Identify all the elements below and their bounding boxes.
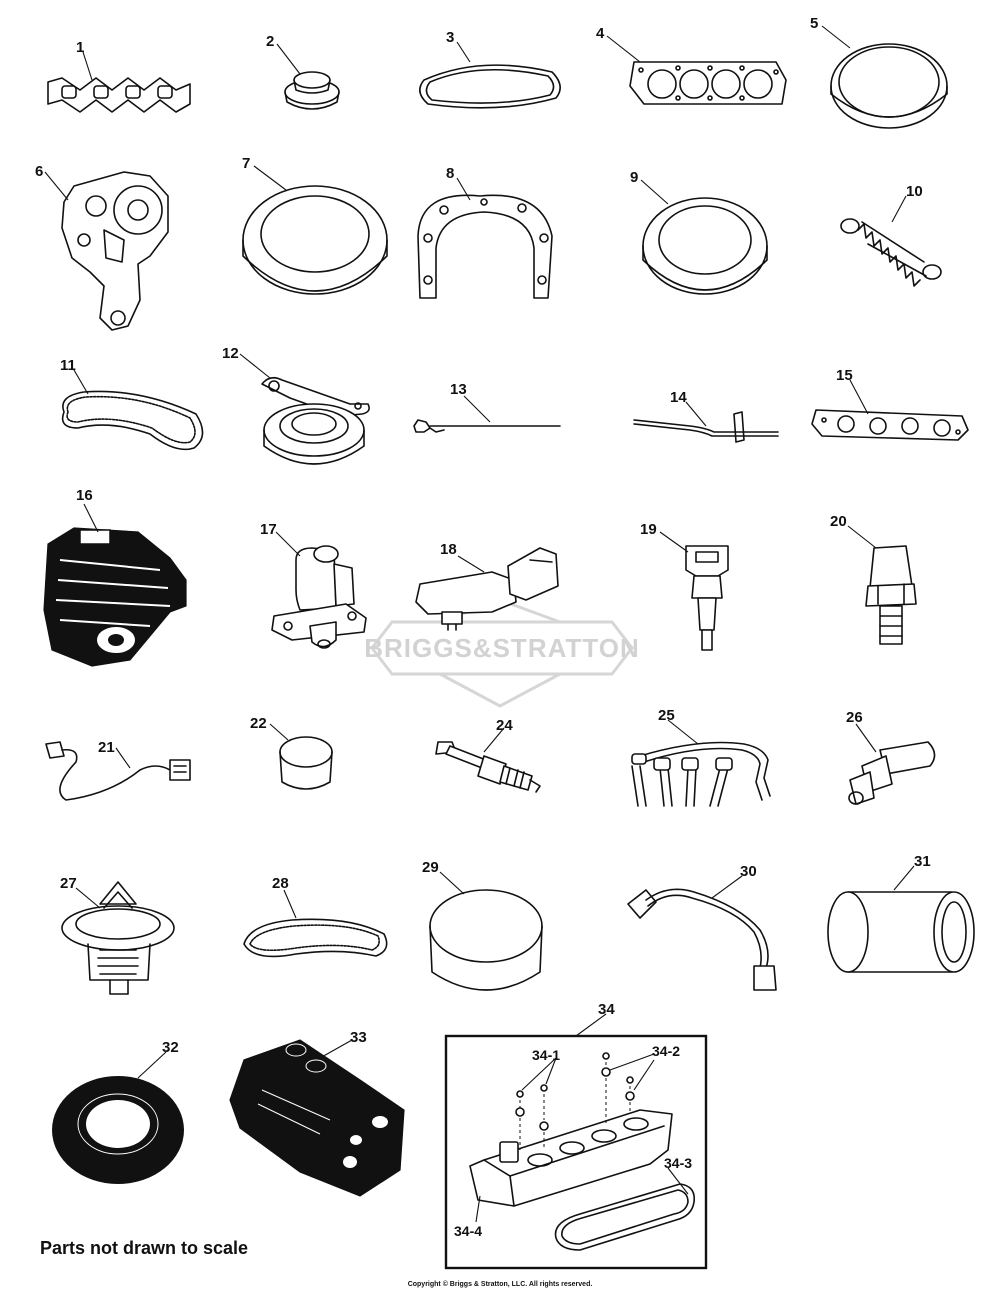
part-7-oil-seal xyxy=(242,165,388,295)
part-8-retainer-gasket xyxy=(417,177,553,299)
part-19-temp-sensor xyxy=(659,531,729,651)
part-17-starter xyxy=(271,531,367,649)
callout-34: 34 xyxy=(598,1001,615,1018)
part-18-sensor xyxy=(415,547,559,631)
part-14-tube xyxy=(633,401,779,443)
callout-7: 7 xyxy=(242,155,250,172)
callout-25: 25 xyxy=(658,707,675,724)
copyright: Copyright © Briggs & Stratton, LLC. All … xyxy=(407,1281,593,1288)
callout-17: 17 xyxy=(260,521,277,538)
callout-13: 13 xyxy=(450,381,467,398)
part-26-pcv-valve xyxy=(848,723,936,805)
callout-34-2: 34-2 xyxy=(652,1043,680,1059)
part-11-timing-belt xyxy=(61,369,204,451)
watermark-text: BRIGGS&STRATTON xyxy=(364,633,639,663)
part-22-expansion-plug xyxy=(269,723,333,790)
callout-14: 14 xyxy=(670,389,687,406)
part-33-valve-cover xyxy=(229,1039,405,1197)
part-4-head-gasket xyxy=(606,35,787,105)
callout-22: 22 xyxy=(250,715,267,732)
part-16-alternator xyxy=(43,503,187,667)
part-3-cover-gasket xyxy=(419,41,561,109)
callout-34-1: 34-1 xyxy=(532,1047,560,1063)
callout-21: 21 xyxy=(98,739,115,756)
callout-3: 3 xyxy=(446,29,454,46)
callout-5: 5 xyxy=(810,15,818,32)
part-25-ignition-wires xyxy=(631,719,771,807)
part-5-seal-ring xyxy=(821,25,948,129)
callout-16: 16 xyxy=(76,487,93,504)
callout-6: 6 xyxy=(35,163,43,180)
part-15-intake-gasket xyxy=(811,379,969,441)
callout-30: 30 xyxy=(740,863,757,880)
part-30-sensor-lead xyxy=(627,875,777,991)
part-31-hose xyxy=(827,865,975,973)
callout-2: 2 xyxy=(266,33,274,50)
part-9-seal xyxy=(640,179,768,295)
callout-10: 10 xyxy=(906,183,923,200)
part-24-spark-plug xyxy=(435,727,541,793)
callout-4: 4 xyxy=(596,25,605,42)
part-32-black-seal xyxy=(52,1051,184,1184)
callout-32: 32 xyxy=(162,1039,179,1056)
part-28-drive-belt xyxy=(243,889,388,958)
callout-33: 33 xyxy=(350,1029,367,1046)
callout-15: 15 xyxy=(836,367,853,384)
part-1-manifold-gasket xyxy=(47,51,191,113)
callout-27: 27 xyxy=(60,875,77,892)
part-12-tensioner xyxy=(239,353,370,465)
part-10-spring xyxy=(840,195,942,287)
callout-9: 9 xyxy=(630,169,638,186)
callout-28: 28 xyxy=(272,875,289,892)
part-21-o2-sensor xyxy=(45,741,191,801)
callout-26: 26 xyxy=(846,709,863,726)
part-2-oil-filler-cap xyxy=(276,43,340,110)
callout-31: 31 xyxy=(914,853,931,870)
callout-29: 29 xyxy=(422,859,439,876)
watermark-logo: BRIGGS&STRATTON xyxy=(364,598,639,708)
part-27-thermostat xyxy=(61,881,175,995)
scale-note: Parts not drawn to scale xyxy=(40,1238,249,1258)
part-6-water-pump xyxy=(44,171,169,331)
callout-11: 11 xyxy=(60,357,76,374)
callout-1: 1 xyxy=(76,39,84,56)
callout-8: 8 xyxy=(446,165,454,182)
callout-19: 19 xyxy=(640,521,657,538)
part-13-probe xyxy=(413,395,561,433)
callout-20: 20 xyxy=(830,513,847,530)
part-29-cap-plug xyxy=(429,871,543,991)
callout-12: 12 xyxy=(222,345,239,362)
part-34-kit-box xyxy=(444,1013,708,1270)
part-20-pressure-switch xyxy=(847,525,917,645)
callout-24: 24 xyxy=(496,717,513,734)
callout-34-3: 34-3 xyxy=(664,1155,692,1171)
callout-18: 18 xyxy=(440,541,457,558)
callout-34-4: 34-4 xyxy=(454,1223,482,1239)
